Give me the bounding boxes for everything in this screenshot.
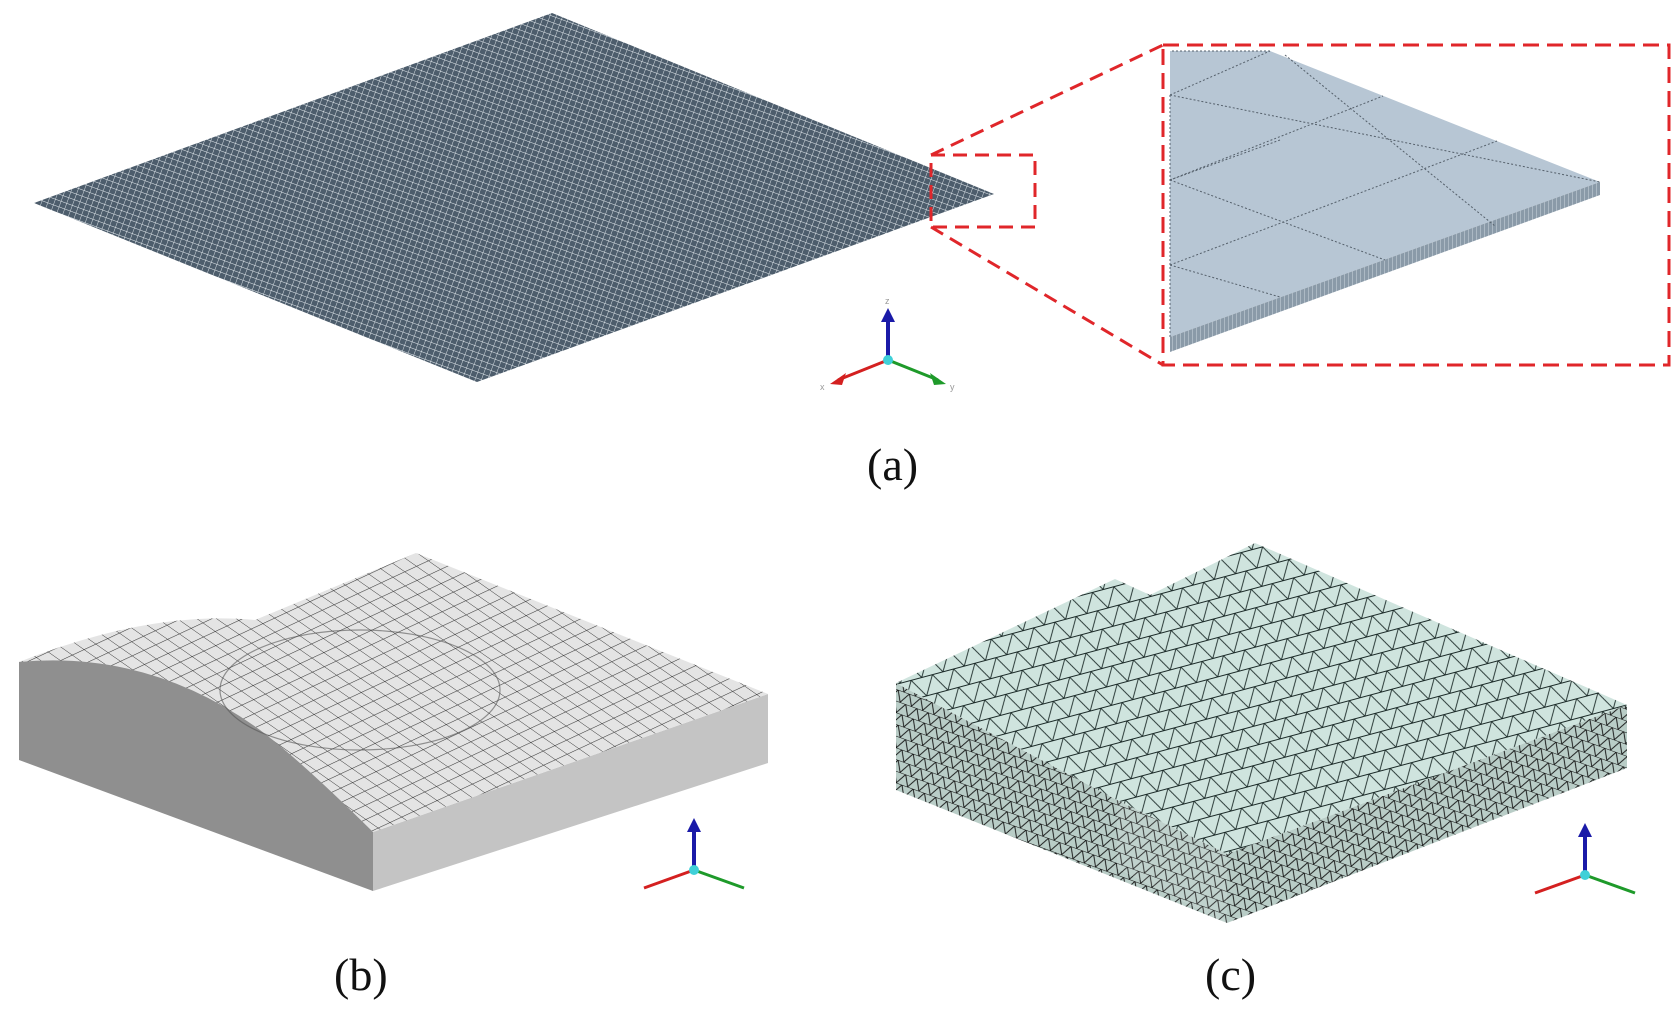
tet-mesh-surface [896,543,1627,854]
weld-pool-region [219,629,501,751]
panel-c: (c) [896,543,1636,1000]
plate-mesh [34,13,994,382]
axis-y-label: y [950,382,955,392]
zoom-connector-top [930,43,1164,157]
zoom-connector-bottom [930,225,1164,367]
zoom-inset-plate [1169,50,1601,352]
axis-x-label: x [820,382,825,392]
panel-label-c: (c) [1205,949,1256,1000]
block-left-face [19,630,373,891]
block-left-face [896,683,1227,923]
axis-triad-b [643,818,745,890]
quad-mesh-surface [19,553,768,832]
axis-z-label: z [885,296,890,306]
block-front-face [373,694,768,891]
panel-label-a: (a) [867,439,918,490]
panel-label-b: (b) [334,949,388,1000]
zoom-region-marker [929,153,1037,229]
step-face [1117,800,1227,923]
axis-triad-a: z x y [820,296,955,392]
block-front-face [1227,705,1627,923]
panel-b: (b) [19,553,768,1000]
axis-triad-c [1534,823,1636,895]
panel-a: z x y (a) [34,13,1671,490]
